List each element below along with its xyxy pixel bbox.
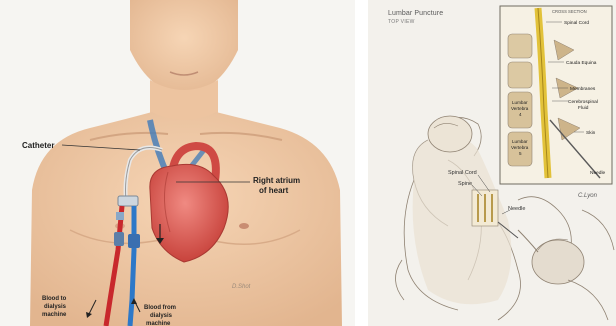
inset-label-lv5-1: Lumbar xyxy=(512,139,528,144)
label-blood-from-1: Blood from xyxy=(144,305,176,311)
cross-section-inset: CROSS SECTION Spinal Cord Cauda Equina M… xyxy=(500,6,612,184)
inset-label-lv4-2: Vertebra xyxy=(511,106,529,111)
label-blood-from-2: dialysis xyxy=(150,313,173,319)
artist-signature: D.Shot xyxy=(232,284,251,290)
label-blood-to-3: machine xyxy=(42,312,67,318)
inset-title: CROSS SECTION xyxy=(552,9,587,14)
label-right-atrium-1: Right atrium xyxy=(253,176,300,185)
lumbar-puncture-figure: Lumbar Puncture TOP VIEW xyxy=(368,0,616,326)
inset-label-csf-1: Cerebrospinal xyxy=(568,99,598,105)
inset-label-cauda-equina: Cauda Equina xyxy=(566,60,597,66)
label-catheter: Catheter xyxy=(22,141,54,150)
inset-label-csf-2: Fluid xyxy=(578,105,589,111)
label-blood-to-2: dialysis xyxy=(44,304,67,310)
catheter-hub xyxy=(118,196,138,206)
inset-label-needle: Needle xyxy=(590,170,606,176)
inset-label-lv5-3: 5 xyxy=(519,151,522,156)
head xyxy=(130,0,238,95)
dialysis-catheter-figure: Catheter Right atrium of heart Blood to … xyxy=(0,0,355,326)
dialysis-illustration: Catheter Right atrium of heart Blood to … xyxy=(0,0,355,326)
label-right-atrium-2: of heart xyxy=(259,186,289,195)
panel-divider xyxy=(355,0,368,326)
label-spinal-cord: Spinal Cord xyxy=(448,170,477,176)
label-spine: Spine xyxy=(458,181,472,187)
inset-label-spinal-cord: Spinal Cord xyxy=(564,20,589,26)
label-blood-from-3: machine xyxy=(146,321,171,326)
inset-label-lv4-1: Lumbar xyxy=(512,100,528,105)
inset-label-skin: Skin xyxy=(586,130,596,136)
inset-label-lv5-2: Vertebra xyxy=(511,145,529,150)
inset-label-lv4-3: 4 xyxy=(519,112,522,117)
inset-label-membranes: Membranes xyxy=(570,86,596,92)
artist-signature-right: C.Lyon xyxy=(578,193,598,199)
lumbar-illustration: Spinal Cord Spine Needle C.Lyon CROSS SE… xyxy=(368,0,616,326)
label-needle: Needle xyxy=(508,206,525,212)
label-blood-to-1: Blood to xyxy=(42,296,67,302)
